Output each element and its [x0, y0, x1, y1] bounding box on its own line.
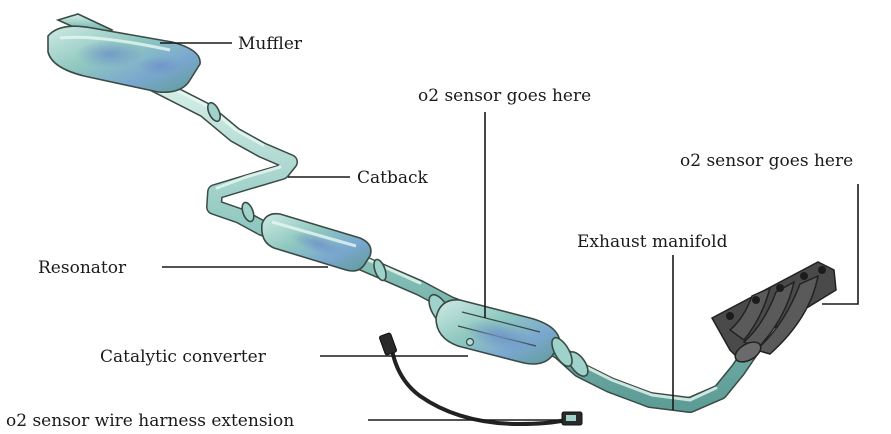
label-resonator: Resonator: [38, 258, 127, 278]
label-catalytic-converter: Catalytic converter: [100, 347, 267, 367]
label-o2-sensor-cat: o2 sensor goes here: [418, 86, 591, 106]
resonator: [262, 214, 371, 271]
exhaust-manifold: [712, 262, 836, 366]
label-exhaust-manifold: Exhaust manifold: [577, 232, 728, 252]
label-o2-sensor-manifold: o2 sensor goes here: [680, 151, 853, 171]
label-muffler: Muffler: [238, 34, 303, 54]
label-catback: Catback: [357, 168, 429, 188]
labels: Muffler o2 sensor goes here Catback o2 s…: [6, 34, 853, 431]
label-wire-harness: o2 sensor wire harness extension: [6, 411, 294, 431]
catalytic-converter: [425, 291, 576, 369]
muffler: [48, 14, 200, 92]
